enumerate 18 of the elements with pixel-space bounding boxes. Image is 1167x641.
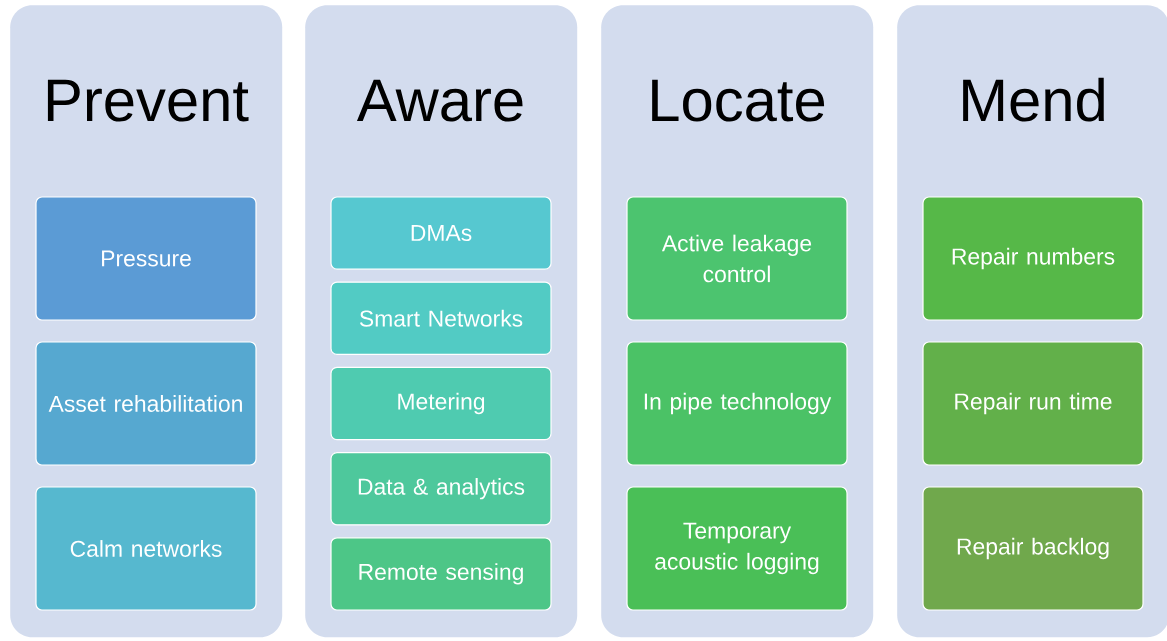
category-box: Metering [330,366,552,441]
category-box: Data & analytics [330,452,552,526]
category-box: Pressure [35,196,257,321]
category-box: Calm networks [35,486,257,611]
category-box: Asset rehabilitation [35,341,257,466]
category-box: Repair numbers [922,196,1144,321]
category-box: Active leakage control [626,196,848,321]
column-heading: Aware [356,79,523,122]
category-box: Remote sensing [330,537,552,611]
column-heading: Locate [652,79,825,122]
category-box: Smart Networks [330,281,552,355]
column-heading: Prevent [47,79,249,122]
category-box: Temporary acoustic logging [626,486,848,611]
category-box: In pipe technology [626,341,848,466]
category-box: Repair backlog [922,486,1144,611]
category-box: DMAs [330,196,552,270]
column-heading: Mend [963,77,1104,122]
category-box: Repair run time [922,341,1144,466]
